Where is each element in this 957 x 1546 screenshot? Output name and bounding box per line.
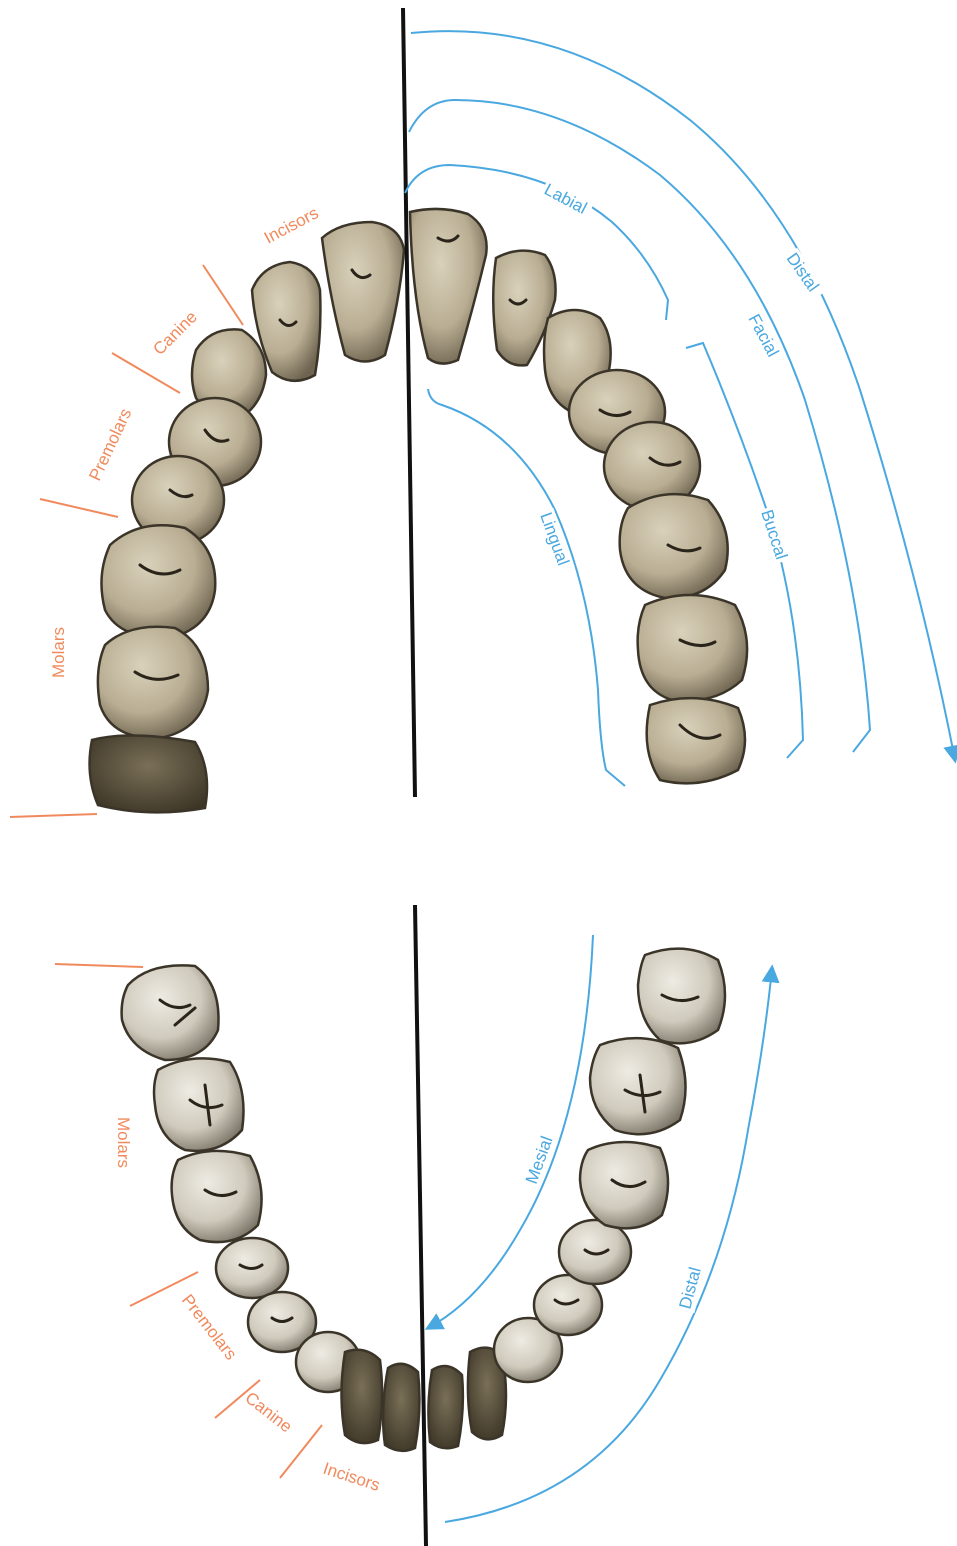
upper-molar-left-2 [98,627,208,738]
upper-incisors-label: Incisors [261,203,322,247]
lingual-label-group: Lingual [535,508,575,573]
lower-molar-right-2 [590,1038,686,1134]
buccal-label-group: Buccal [756,505,792,564]
divider-molar-end [10,814,97,817]
upper-arch-teeth [90,209,748,812]
lower-central-incisor-left [383,1364,419,1451]
lower-molar-left-3 [122,965,219,1060]
lower-molar-right-3 [638,949,725,1044]
upper-molar-right-3 [647,698,745,783]
mesial-label: Mesial [522,1134,557,1187]
lower-canine-label: Canine [242,1388,296,1436]
distal-label-upper-group: Distal [781,248,827,302]
distal-label-lower-group: Distal [675,1258,708,1313]
labial-label: Labial [541,180,590,218]
lower-premolar-right-2 [559,1220,631,1284]
upper-central-incisor-left [322,222,404,362]
divider-incisor-canine [203,265,243,325]
buccal-label: Buccal [757,507,791,561]
lower-premolars-label: Premolars [178,1291,241,1364]
upper-molar-left-1 [101,525,215,638]
divider-canine-premolar [112,353,180,393]
distal-label-upper: Distal [783,249,823,295]
facial-label-group: Facial [743,309,785,364]
upper-canine-label: Canine [149,307,201,359]
facial-label: Facial [744,311,782,360]
divider-premolar-molar [40,499,118,517]
lower-lateral-incisor-left [342,1350,383,1443]
lower-midline [415,905,426,1546]
labial-label-group: Labial [539,179,594,221]
upper-premolars-label: Premolars [85,405,135,483]
upper-molar-right-1 [620,494,728,598]
upper-molar-right-2 [638,595,747,701]
upper-molars-label: Molars [49,627,68,678]
upper-central-incisor-right [410,209,487,364]
lower-incisors-label: Incisors [321,1459,383,1495]
divider-molar-start [55,964,143,967]
lower-central-incisor-right [428,1366,463,1448]
upper-molar-left-3 [90,735,207,812]
lower-molars-label: Molars [114,1117,133,1168]
